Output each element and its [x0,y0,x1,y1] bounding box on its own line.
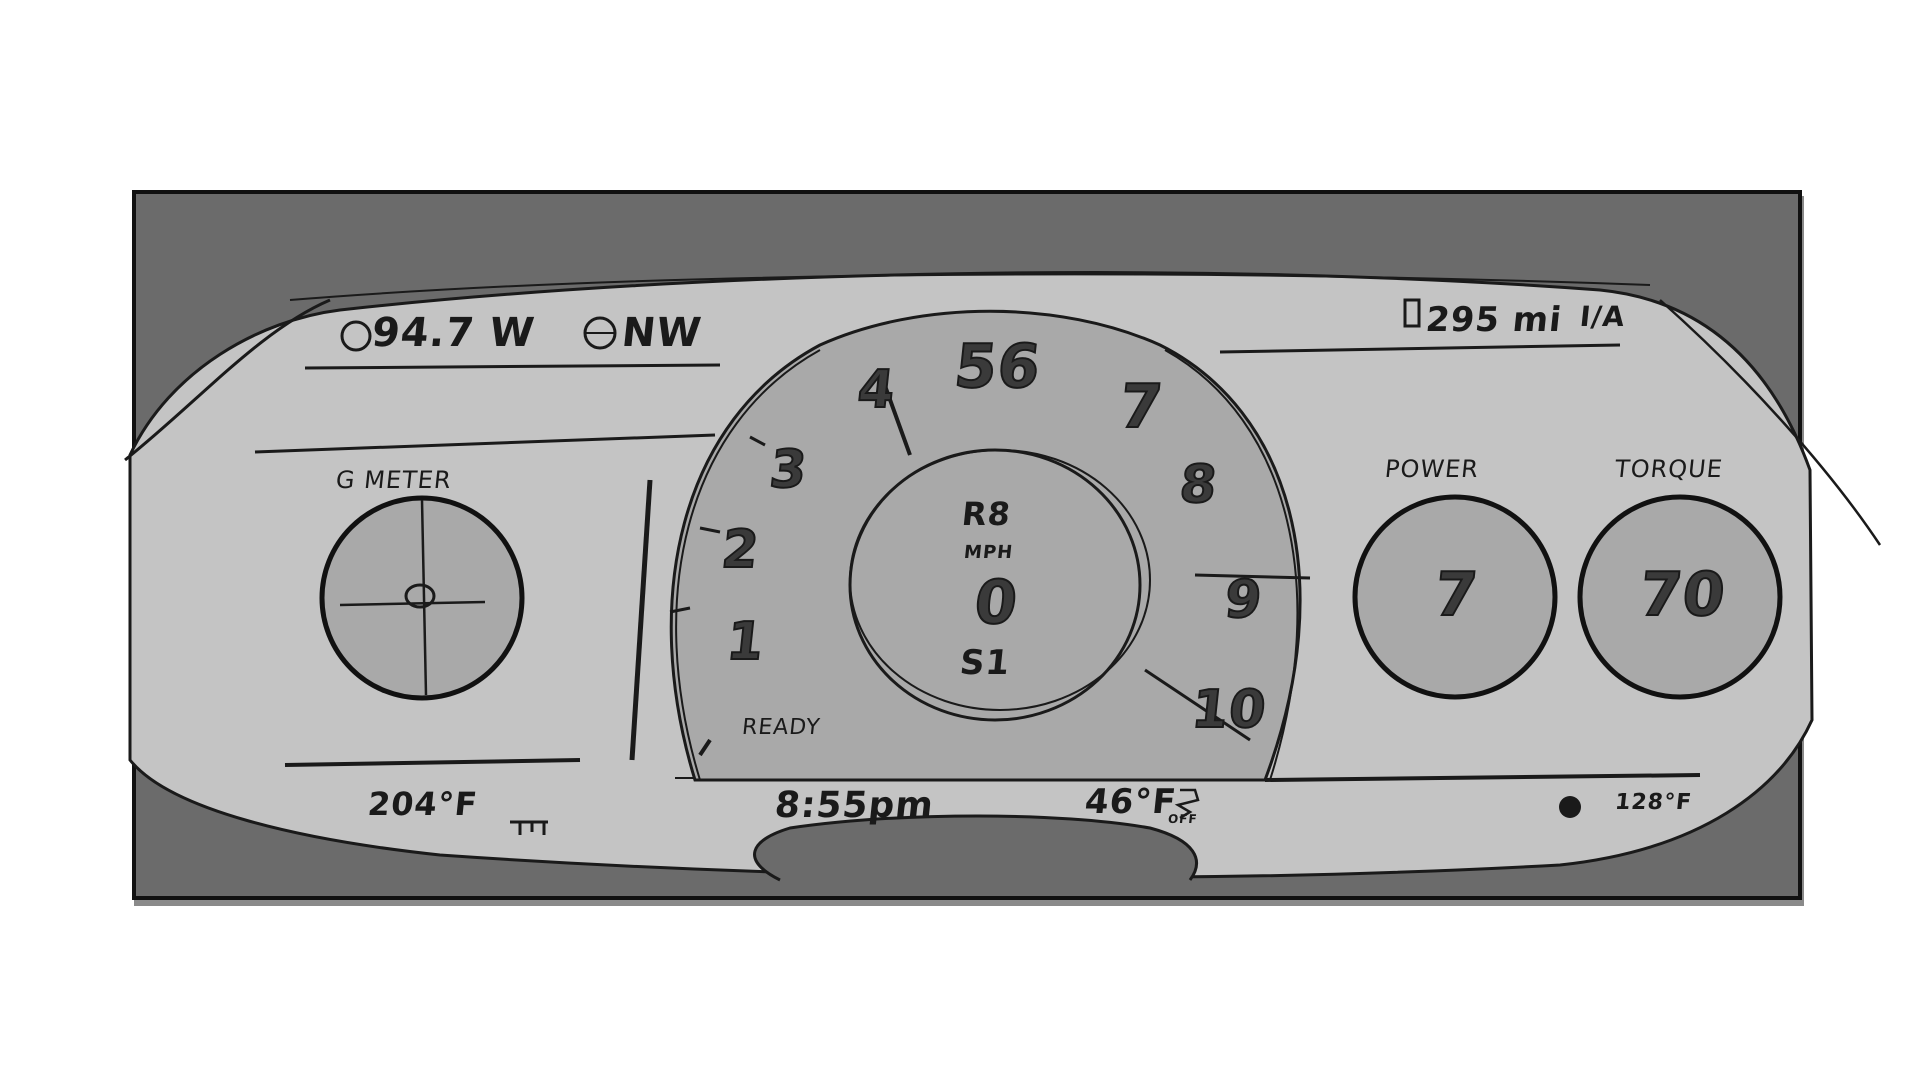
speed-tick-7: 7 [1115,371,1167,443]
speed-tick-1: 1 [723,611,768,673]
bottom-right-divider [1264,773,1701,782]
radio-frequency: 94.7 W [369,310,538,356]
gear-indicator: R8 [960,495,1013,533]
gear-warning-icon [1559,796,1581,818]
ready-status: READY [740,715,822,740]
fuel-icon [1403,298,1421,328]
coolant-icon [510,820,548,835]
traction-icon [1174,788,1200,820]
range-extra: I/A [1578,300,1628,333]
oil-temp: 128°F [1613,790,1694,815]
torque-label: TORQUE [1613,455,1725,483]
outside-temp: 46°F [1082,782,1179,822]
speed-tick-8: 8 [1176,454,1221,516]
g-meter-dial [319,495,525,701]
speed-needle [878,371,912,456]
power-dial [1352,494,1558,700]
compass-heading: NW [619,310,705,356]
speed-tick-3: 3 [766,439,811,501]
compass-icon [583,316,617,350]
speed-tick-10: 10 [1188,679,1271,741]
power-value: 7 [1430,559,1482,631]
coolant-temp: 204°F [366,785,480,823]
steering-column-notch [753,814,1198,882]
speed-tick-2: 2 [718,519,763,581]
g-meter-label: G METER [334,466,454,494]
range-readout: 295 mi [1423,300,1564,340]
g-meter-dot [404,583,436,609]
speed-tick-4: 4 [854,359,899,421]
traction-status: OFF [1167,812,1199,826]
torque-value: 70 [1635,559,1730,631]
speed-tick-9: 9 [1221,569,1266,631]
top-left-divider [304,363,721,370]
clock: 8:55pm [772,785,936,826]
speed-value: 0 [970,567,1022,639]
speed-unit: MPH [962,542,1015,563]
top-right-divider [1219,343,1621,354]
radio-icon [340,320,372,352]
speed-tick-56: 56 [950,331,1045,403]
torque-dial [1577,494,1783,700]
bottom-left-divider [284,758,581,767]
drive-mode: S1 [957,643,1013,683]
power-label: POWER [1383,455,1481,483]
